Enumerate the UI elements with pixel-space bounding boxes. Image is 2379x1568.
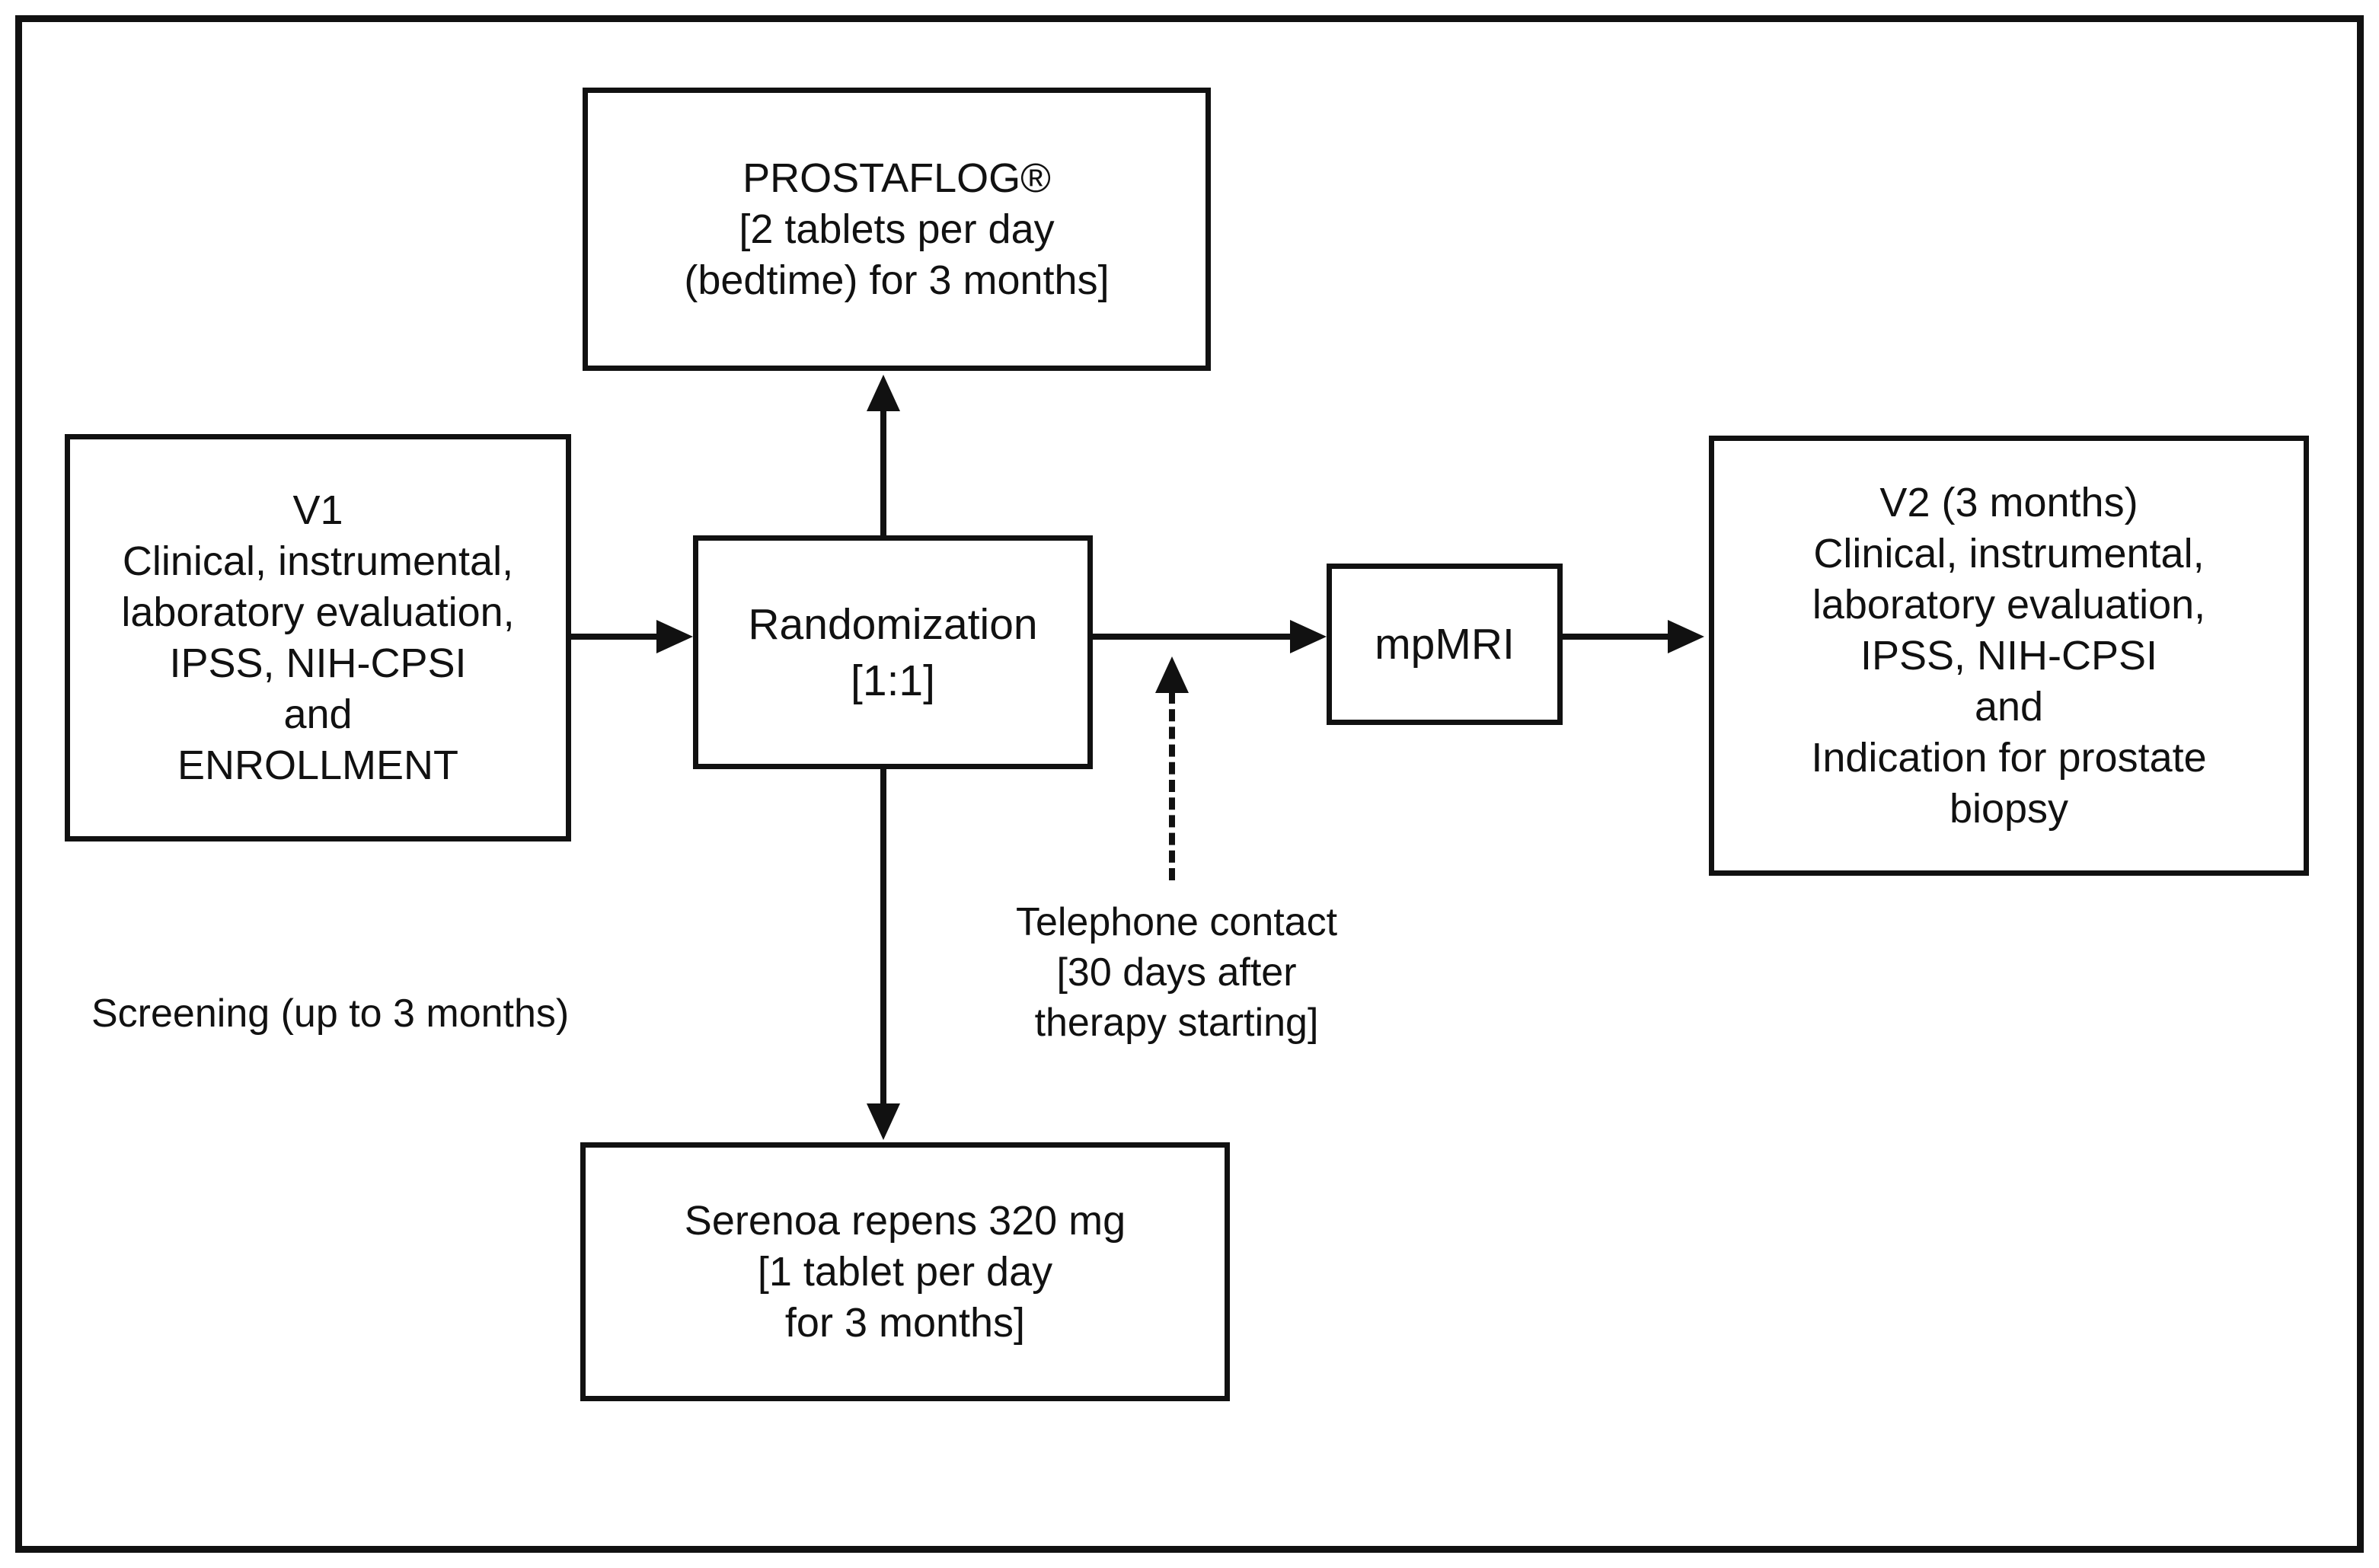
telephone-contact-label: Telephone contact [30 days after therapy… [982, 897, 1371, 1048]
v2-line: biopsy [1949, 785, 2069, 832]
v2-line: Clinical, instrumental, [1813, 530, 2205, 576]
prostaflog-line: PROSTAFLOG® [742, 155, 1051, 201]
arrow-line-mpmri-to-v2 [1561, 634, 1669, 640]
prostaflog-line: (bedtime) for 3 months] [684, 257, 1110, 303]
v1-line: laboratory evaluation, [121, 589, 515, 635]
v2-visit-box: V2 (3 months) Clinical, instrumental, la… [1709, 436, 2309, 876]
v2-line: Indication for prostate [1811, 734, 2207, 781]
telephone-contact-line: Telephone contact [1015, 900, 1338, 944]
v1-line: and [283, 691, 353, 737]
mpmri-label: mpMRI [1375, 619, 1515, 669]
randomization-box: Randomization [1:1] [693, 535, 1093, 769]
prostaflog-line: [2 tablets per day [739, 206, 1055, 252]
screening-period-label: Screening (up to 3 months) [91, 992, 570, 1036]
arrow-line-randomization-to-mpmri [1091, 634, 1292, 640]
v2-line: laboratory evaluation, [1812, 581, 2206, 628]
telephone-contact-line: [30 days after [1056, 950, 1297, 995]
randomization-line: Randomization [748, 599, 1038, 649]
v1-visit-box: V1 Clinical, instrumental, laboratory ev… [65, 434, 571, 841]
arrowhead-right-icon [656, 620, 693, 653]
figure-border [15, 15, 2364, 1553]
arrow-line-randomization-to-serenoa [880, 768, 886, 1104]
prostaflog-treatment-box: PROSTAFLOG® [2 tablets per day (bedtime)… [583, 88, 1211, 371]
v1-line: V1 [292, 487, 343, 533]
v1-line: IPSS, NIH-CPSI [169, 640, 467, 686]
dashed-arrow-line-telephone-contact [1169, 691, 1175, 880]
serenoa-line: [1 tablet per day [757, 1248, 1053, 1295]
arrowhead-right-icon [1290, 620, 1327, 653]
serenoa-line: Serenoa repens 320 mg [684, 1197, 1126, 1244]
v1-line: Clinical, instrumental, [122, 538, 514, 584]
v2-line: IPSS, NIH-CPSI [1860, 632, 2158, 679]
randomization-line: [1:1] [851, 656, 935, 705]
arrow-line-randomization-to-prostaflog [880, 410, 886, 537]
serenoa-treatment-box: Serenoa repens 320 mg [1 tablet per day … [580, 1142, 1230, 1401]
v2-line: and [1974, 683, 2044, 730]
arrow-line-v1-to-randomization [571, 634, 661, 640]
telephone-contact-line: therapy starting] [1034, 1001, 1319, 1045]
arrowhead-down-icon [867, 1103, 900, 1140]
mpmri-box: mpMRI [1327, 564, 1563, 725]
v1-line: ENROLLMENT [177, 742, 459, 788]
arrowhead-up-icon [867, 375, 900, 411]
v2-line: V2 (3 months) [1879, 479, 2138, 525]
arrowhead-right-icon [1668, 620, 1704, 653]
serenoa-line: for 3 months] [784, 1299, 1026, 1346]
arrowhead-up-icon [1155, 656, 1189, 693]
